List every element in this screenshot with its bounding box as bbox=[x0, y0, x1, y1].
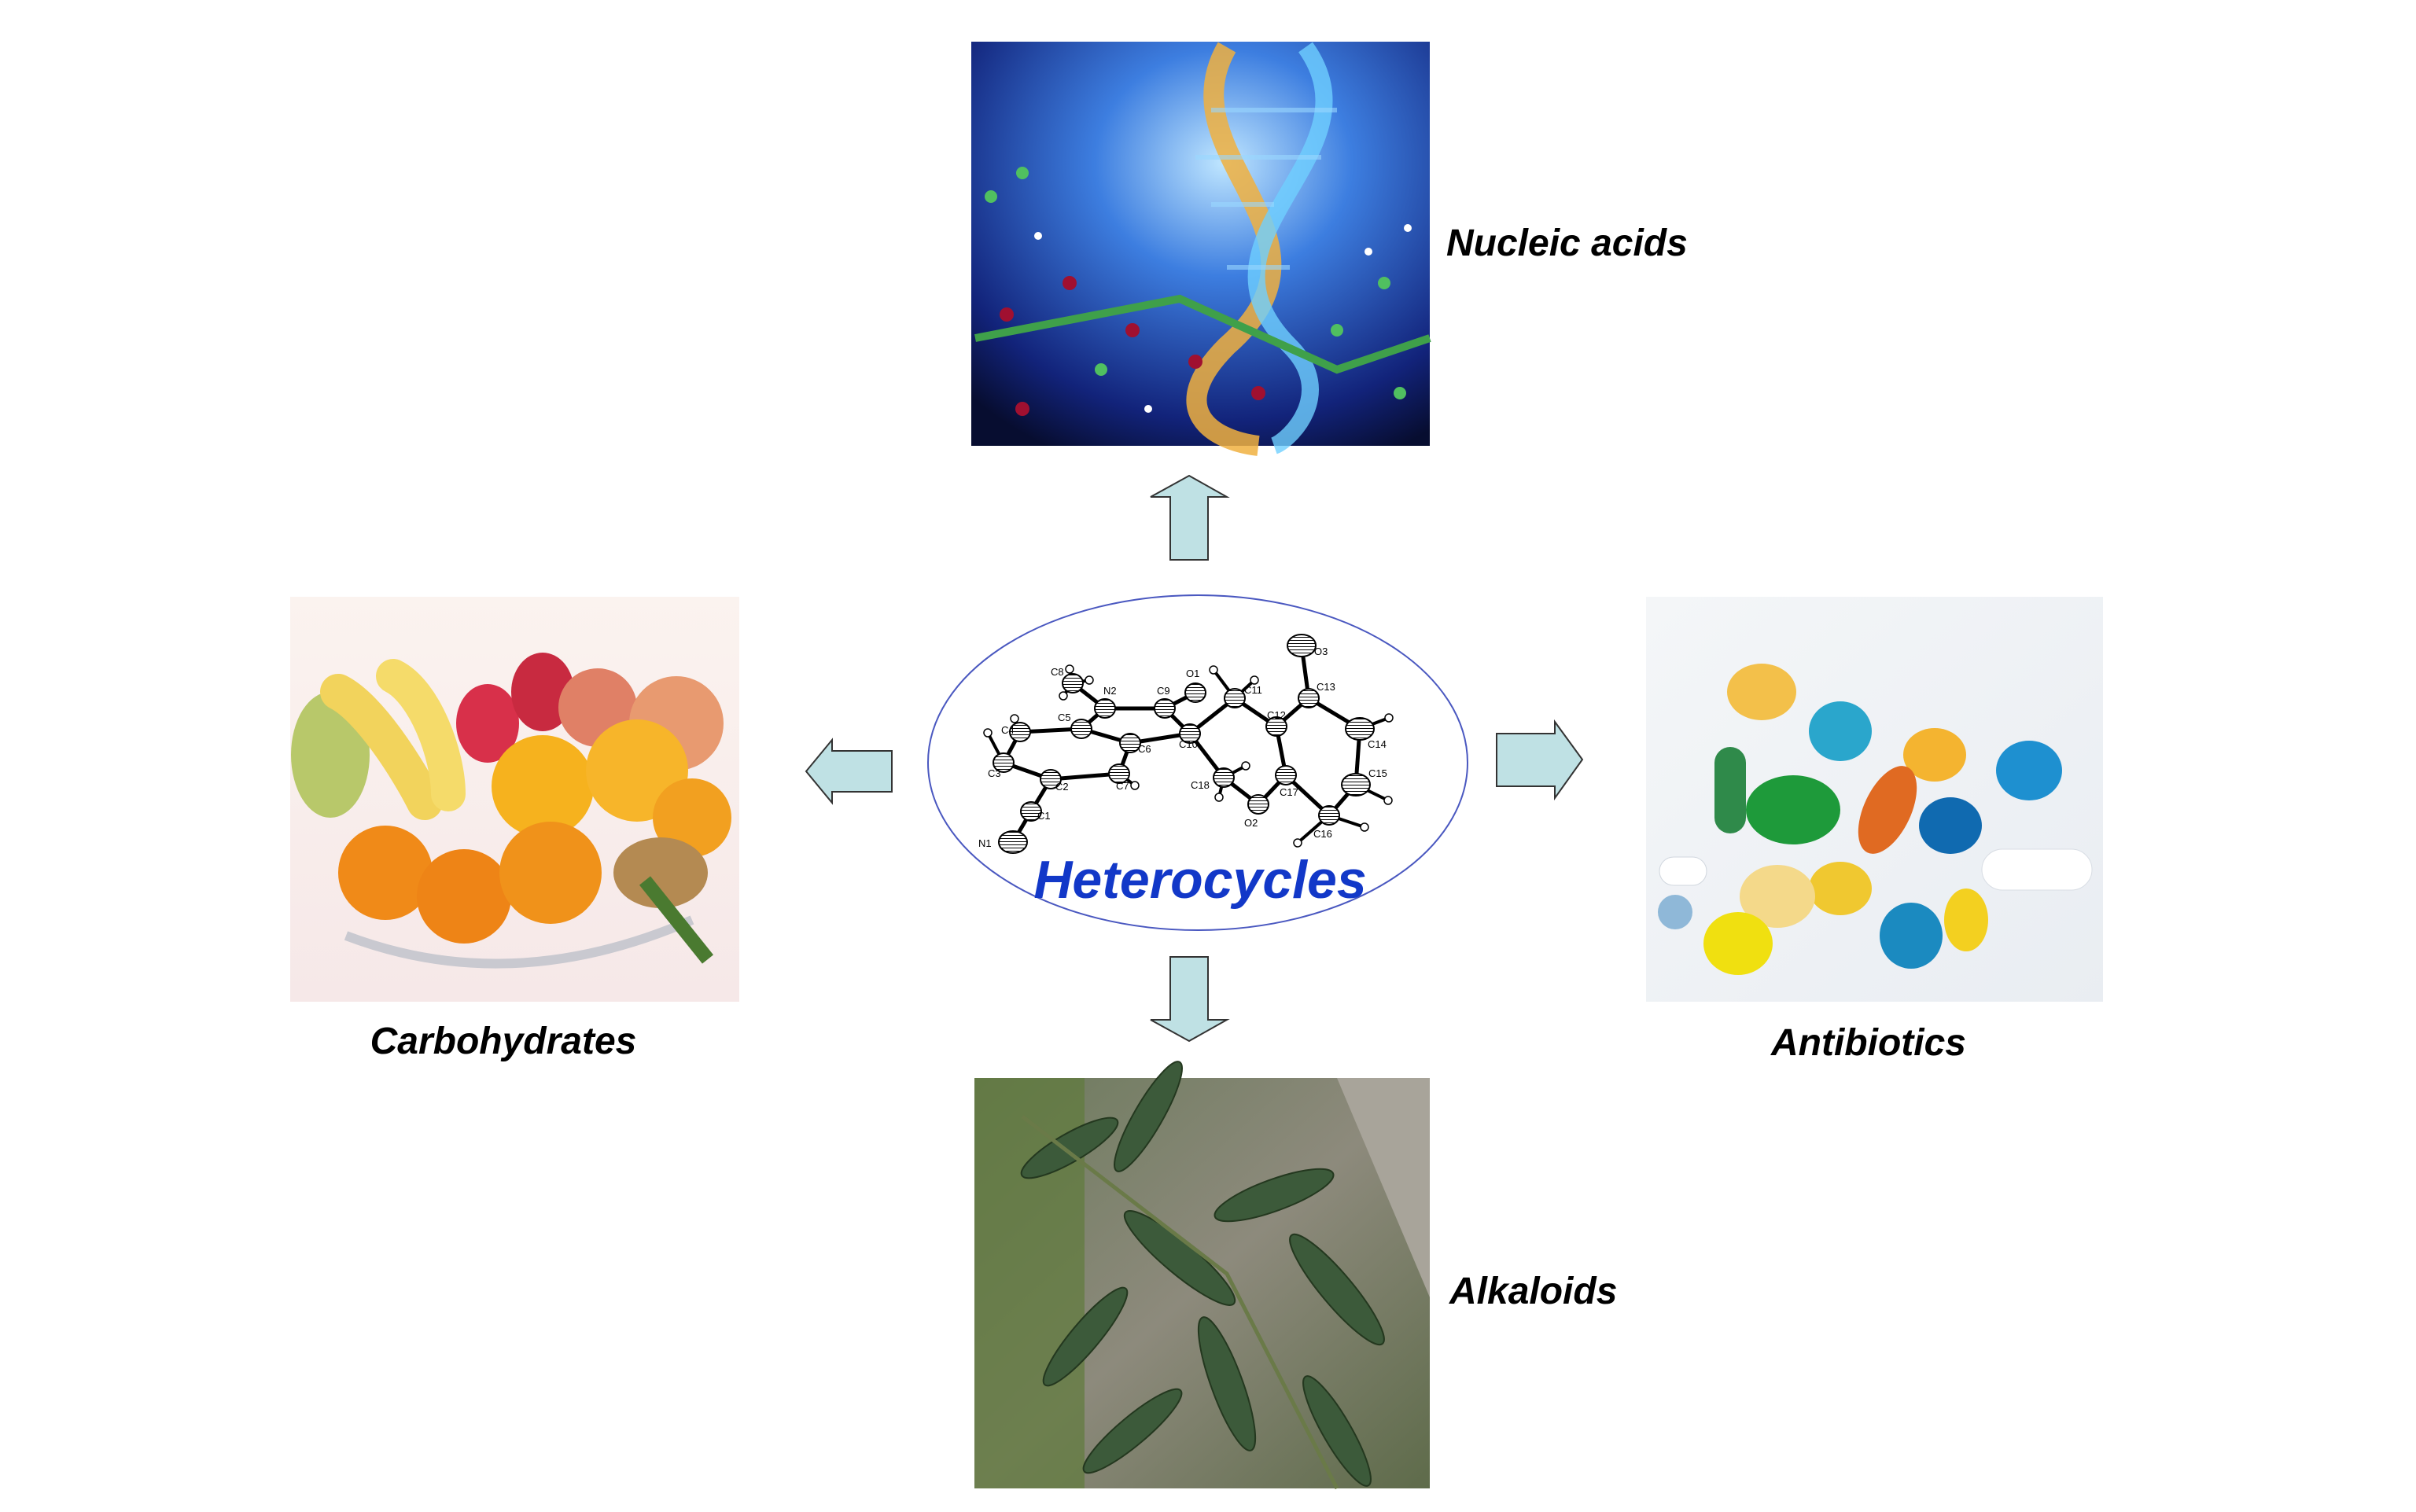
arrow-down-icon bbox=[1150, 956, 1230, 1043]
atom-c3 bbox=[993, 752, 1015, 773]
atom-label: C15 bbox=[1368, 767, 1387, 779]
atom-label: C13 bbox=[1317, 681, 1335, 693]
atom-label: C11 bbox=[1244, 684, 1262, 696]
hydrogen-atom bbox=[1250, 675, 1259, 685]
hydrogen-atom bbox=[1214, 793, 1224, 802]
atom-label: C7 bbox=[1116, 780, 1129, 792]
bond bbox=[1050, 771, 1120, 782]
hydrogen-atom bbox=[1241, 761, 1250, 771]
atom-label: C1 bbox=[1037, 810, 1051, 822]
alkaloids-image bbox=[974, 1061, 1430, 1490]
atom-c12 bbox=[1265, 716, 1287, 737]
carbohydrates-label: Carbohydrates bbox=[370, 1021, 637, 1062]
atom-label: C2 bbox=[1055, 781, 1069, 793]
atom-label: C8 bbox=[1051, 666, 1064, 678]
atom-c16 bbox=[1318, 805, 1340, 826]
alkaloids-label: Alkaloids bbox=[1449, 1271, 1617, 1312]
atom-n2 bbox=[1094, 698, 1116, 719]
hydrogen-atom bbox=[1209, 665, 1218, 675]
atom-c1 bbox=[1020, 801, 1042, 822]
atom-o3 bbox=[1287, 634, 1317, 657]
atom-o2 bbox=[1247, 794, 1269, 815]
antibiotics-label: Antibiotics bbox=[1770, 1022, 1966, 1064]
hydrogen-atom bbox=[1383, 796, 1393, 805]
atom-label: C12 bbox=[1267, 709, 1286, 721]
atom-c13 bbox=[1298, 688, 1320, 708]
atom-c8 bbox=[1062, 673, 1084, 693]
hydrogen-atom bbox=[1360, 822, 1369, 832]
atom-n1 bbox=[998, 830, 1028, 854]
carbohydrates-image bbox=[290, 597, 739, 1002]
atom-label: N2 bbox=[1103, 685, 1117, 697]
atom-o1 bbox=[1184, 682, 1206, 703]
hydrogen-atom bbox=[1130, 781, 1140, 790]
atom-c17 bbox=[1275, 765, 1297, 785]
hydrogen-atom bbox=[1293, 838, 1302, 848]
arrow-right-icon bbox=[1496, 719, 1584, 801]
atom-label: C9 bbox=[1157, 685, 1170, 697]
atom-label: C10 bbox=[1179, 738, 1198, 750]
hydrogen-atom bbox=[1384, 713, 1394, 723]
atom-label: C14 bbox=[1368, 738, 1387, 750]
atom-label: O3 bbox=[1314, 646, 1328, 657]
heterocycles-title: Heterocycles bbox=[1033, 850, 1366, 910]
atom-label: C4 bbox=[1001, 724, 1015, 736]
arrow-left-icon bbox=[805, 738, 893, 805]
nucleic-acids-label: Nucleic acids bbox=[1446, 223, 1688, 264]
atom-label: C5 bbox=[1058, 712, 1071, 723]
atom-label: C6 bbox=[1138, 743, 1151, 755]
antibiotics-image bbox=[1646, 597, 2103, 1002]
atom-c5 bbox=[1070, 719, 1092, 739]
atom-c2 bbox=[1040, 769, 1062, 789]
atom-c18 bbox=[1213, 767, 1235, 788]
atom-label: O1 bbox=[1186, 668, 1199, 679]
atom-label: C18 bbox=[1191, 779, 1210, 791]
atom-c6 bbox=[1119, 733, 1141, 753]
atom-c4 bbox=[1009, 722, 1031, 742]
hydrogen-atom bbox=[1085, 675, 1094, 685]
atom-c14 bbox=[1345, 717, 1375, 741]
atom-c7 bbox=[1108, 763, 1130, 784]
nucleic-acids-image bbox=[971, 42, 1431, 456]
atom-c11 bbox=[1224, 688, 1246, 708]
hydrogen-atom bbox=[1065, 664, 1074, 674]
atom-c15 bbox=[1341, 773, 1371, 796]
hydrogen-atom bbox=[983, 728, 993, 738]
atom-label: C16 bbox=[1313, 828, 1332, 840]
atom-label: N1 bbox=[978, 837, 992, 849]
hydrogen-atom bbox=[1010, 714, 1019, 723]
atom-label: C3 bbox=[988, 767, 1001, 779]
atom-c10 bbox=[1179, 723, 1201, 744]
hydrogen-atom bbox=[1059, 691, 1068, 701]
atom-label: O2 bbox=[1244, 817, 1258, 829]
arrow-up-icon bbox=[1150, 474, 1230, 561]
atom-c9 bbox=[1154, 698, 1176, 719]
atom-label: C17 bbox=[1280, 786, 1298, 798]
